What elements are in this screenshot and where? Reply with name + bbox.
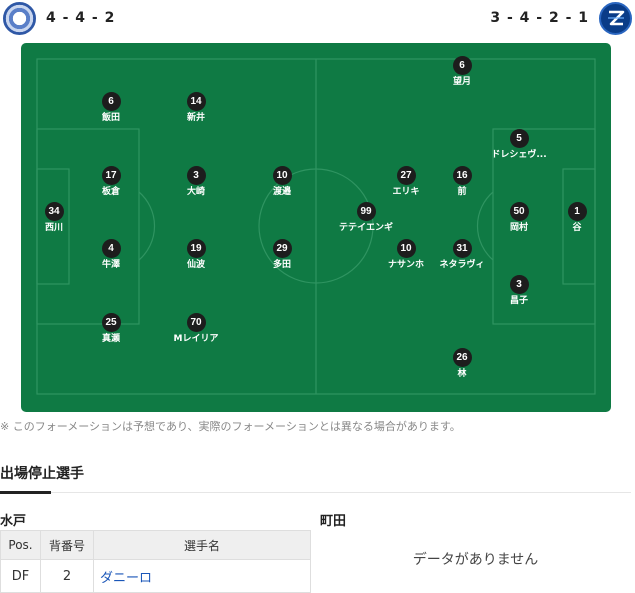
section-title-underline xyxy=(0,491,51,494)
home-player-marker[interactable]: 19 仙波 xyxy=(136,239,256,270)
player-name: 望月 xyxy=(452,77,471,87)
player-number-badge: 14 xyxy=(186,92,206,111)
column-header-player: 選手名 xyxy=(93,530,311,560)
player-name: 新井 xyxy=(186,113,205,123)
home-player-marker[interactable]: 17 板倉 xyxy=(51,166,171,197)
away-player-marker[interactable]: 5 ドレシェヴ... xyxy=(459,129,579,160)
away-player-marker[interactable]: 50 岡村 xyxy=(459,202,579,233)
player-position: DF xyxy=(0,559,41,593)
player-number-badge: 26 xyxy=(452,348,472,367)
table-row: DF 2 ダニーロ xyxy=(0,559,311,593)
player-name: 板倉 xyxy=(101,187,120,197)
suspension-section-title: 出場停止選手 xyxy=(0,466,84,482)
home-player-marker[interactable]: 14 新井 xyxy=(136,92,256,123)
player-number-badge: 31 xyxy=(452,239,472,258)
player-number-badge: 1 xyxy=(567,202,587,221)
player-name: Mレイリア xyxy=(173,334,219,344)
home-player-marker[interactable]: 10 渡邉 xyxy=(222,166,342,197)
player-name: 牛澤 xyxy=(101,260,120,270)
away-player-marker[interactable]: 27 エリキ xyxy=(346,166,466,197)
player-number-badge: 70 xyxy=(186,313,206,332)
away-player-marker[interactable]: 3 昌子 xyxy=(459,275,579,306)
section-divider xyxy=(0,492,631,493)
player-number-badge: 3 xyxy=(186,166,206,185)
player-number-badge: 27 xyxy=(396,166,416,185)
pitch-markings xyxy=(36,58,596,395)
player-name: 前 xyxy=(457,187,467,197)
column-header-pos: Pos. xyxy=(0,530,41,560)
column-header-number: 背番号 xyxy=(40,530,94,560)
away-team-header: 3 - 4 - 2 - 1 xyxy=(490,0,632,36)
player-number-badge: 6 xyxy=(101,92,121,111)
player-number-badge: 29 xyxy=(272,239,292,258)
home-suspension-table: Pos. 背番号 選手名 DF 2 ダニーロ xyxy=(0,530,311,593)
home-player-marker[interactable]: 25 真瀬 xyxy=(51,313,171,344)
player-name: ドレシェヴ... xyxy=(491,150,547,160)
away-player-marker[interactable]: 26 林 xyxy=(402,348,522,379)
player-name: 昌子 xyxy=(509,296,528,306)
home-player-marker[interactable]: 3 大崎 xyxy=(136,166,256,197)
home-formation: 4 - 4 - 2 xyxy=(46,10,116,26)
player-number-badge: 25 xyxy=(101,313,121,332)
player-number-badge: 16 xyxy=(452,166,472,185)
player-number-badge: 3 xyxy=(509,275,529,294)
player-number-badge: 6 xyxy=(452,56,472,75)
player-name: 西川 xyxy=(44,223,63,233)
player-number-badge: 99 xyxy=(356,202,376,221)
home-suspension-label: 水戸 xyxy=(0,514,27,529)
player-name: エリキ xyxy=(392,187,420,197)
away-suspension-label: 町田 xyxy=(320,514,347,529)
player-number-badge: 4 xyxy=(101,239,121,258)
away-formation: 3 - 4 - 2 - 1 xyxy=(490,10,589,26)
player-name: ナサンホ xyxy=(387,260,424,270)
player-number: 2 xyxy=(40,559,94,593)
away-player-marker[interactable]: 99 テテイエンギ xyxy=(306,202,426,233)
player-name-link[interactable]: ダニーロ xyxy=(93,559,311,593)
player-name: ネタラヴィ xyxy=(439,260,485,270)
player-number-badge: 50 xyxy=(509,202,529,221)
home-team-emblem-icon[interactable] xyxy=(3,1,36,35)
player-name: 大崎 xyxy=(186,187,205,197)
home-team-header: 4 - 4 - 2 xyxy=(3,0,115,36)
player-number-badge: 10 xyxy=(396,239,416,258)
player-number-badge: 5 xyxy=(509,129,529,148)
away-player-marker[interactable]: 16 前 xyxy=(402,166,522,197)
player-name: 仙波 xyxy=(186,260,205,270)
home-player-marker[interactable]: 29 多田 xyxy=(222,239,342,270)
away-team-emblem-icon[interactable] xyxy=(599,1,632,35)
home-player-marker[interactable]: 4 牛澤 xyxy=(51,239,171,270)
player-number-badge: 17 xyxy=(101,166,121,185)
player-number-badge: 10 xyxy=(272,166,292,185)
player-name: 飯田 xyxy=(101,113,120,123)
away-player-marker[interactable]: 10 ナサンホ xyxy=(346,239,466,270)
away-player-marker[interactable]: 6 望月 xyxy=(402,56,522,87)
player-name: 岡村 xyxy=(509,223,528,233)
player-number-badge: 34 xyxy=(44,202,64,221)
away-no-data-message: データがありません xyxy=(412,552,539,568)
formation-disclaimer: ※ このフォーメーションは予想であり、実際のフォーメーションとは異なる場合があり… xyxy=(0,420,461,433)
home-player-marker[interactable]: 34 西川 xyxy=(21,202,114,233)
player-number-badge: 19 xyxy=(186,239,206,258)
player-name: 真瀬 xyxy=(101,334,120,344)
player-name: テテイエンギ xyxy=(339,223,393,233)
player-name: 渡邉 xyxy=(272,187,291,197)
away-player-marker[interactable]: 31 ネタラヴィ xyxy=(402,239,522,270)
player-name: 多田 xyxy=(272,260,291,270)
home-player-marker[interactable]: 6 飯田 xyxy=(51,92,171,123)
player-name: 谷 xyxy=(572,223,582,233)
player-name: 林 xyxy=(457,369,467,379)
